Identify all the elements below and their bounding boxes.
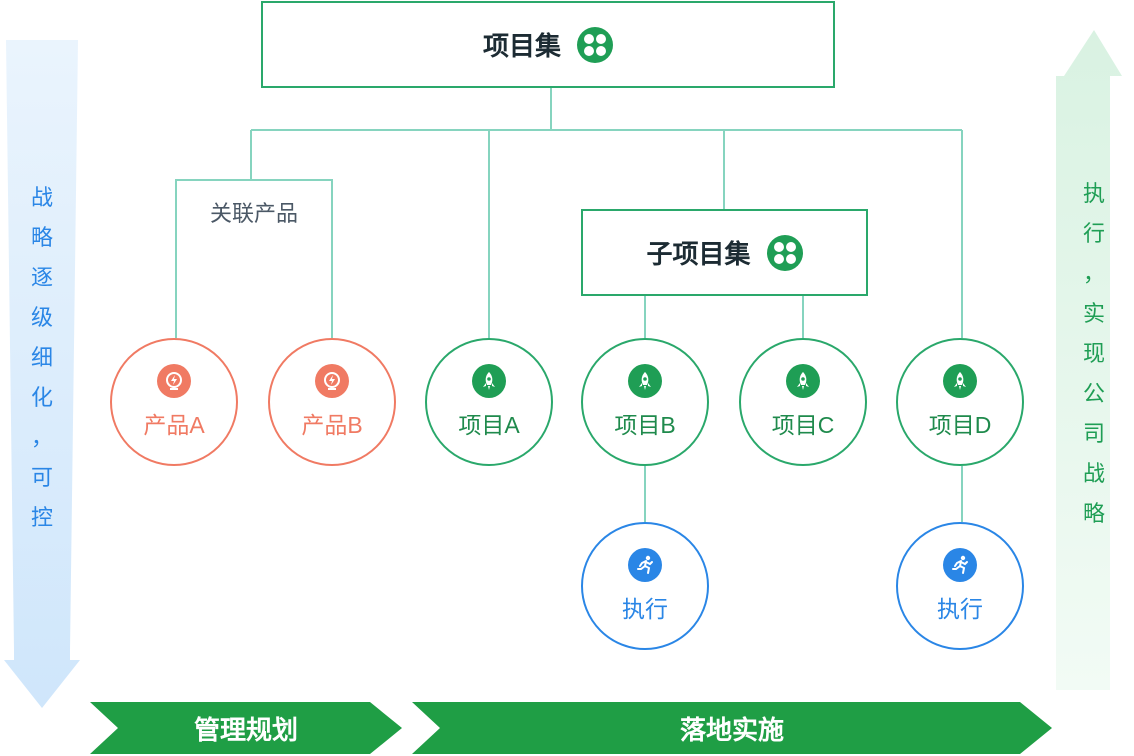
- program-root-box[interactable]: 项目集: [261, 1, 835, 88]
- management-planning-banner: 管理规划: [90, 702, 402, 754]
- product-node[interactable]: 产品B: [268, 338, 396, 466]
- related-products-label: 关联产品: [209, 201, 298, 226]
- connector-lines: [175, 88, 963, 522]
- product-label: 产品B: [301, 412, 363, 438]
- execution-label: 执行: [937, 596, 983, 622]
- project-node[interactable]: 项目A: [425, 338, 553, 466]
- product-node[interactable]: 产品A: [110, 338, 238, 466]
- banner-label: 落地实施: [679, 714, 784, 745]
- rocket-icon: [786, 364, 820, 398]
- project-label: 项目A: [458, 412, 520, 438]
- runner-icon: [943, 548, 977, 582]
- program-root-label: 项目集: [482, 31, 561, 61]
- banner-label: 管理规划: [193, 714, 298, 745]
- project-label: 项目D: [928, 412, 992, 438]
- right-strategy-arrow: [1056, 30, 1122, 690]
- lightning-icon: [157, 364, 191, 398]
- implementation-banner: 落地实施: [412, 702, 1052, 754]
- sub-program-box[interactable]: 子项目集: [581, 209, 868, 296]
- project-label: 项目C: [771, 412, 835, 438]
- project-node[interactable]: 项目C: [739, 338, 867, 466]
- rocket-icon: [472, 364, 506, 398]
- execution-label: 执行: [622, 596, 668, 622]
- left-strategy-arrow: [4, 40, 80, 708]
- project-label: 项目B: [614, 412, 676, 438]
- right-arrow-text: 执行 ，实 现公 司战 略: [1082, 181, 1105, 526]
- runner-icon: [628, 548, 662, 582]
- left-arrow-text: 战略 逐级 细化 ，可 控: [30, 185, 53, 530]
- grid-icon: [766, 234, 803, 271]
- rocket-icon: [943, 364, 977, 398]
- sub-program-label: 子项目集: [646, 239, 751, 269]
- lightning-icon: [315, 364, 349, 398]
- product-label: 产品A: [143, 412, 205, 438]
- grid-icon: [577, 26, 613, 63]
- project-node[interactable]: 项目D: [896, 338, 1024, 466]
- execution-node[interactable]: 执行: [896, 522, 1024, 650]
- rocket-icon: [628, 364, 662, 398]
- execution-node[interactable]: 执行: [581, 522, 709, 650]
- project-node[interactable]: 项目B: [581, 338, 709, 466]
